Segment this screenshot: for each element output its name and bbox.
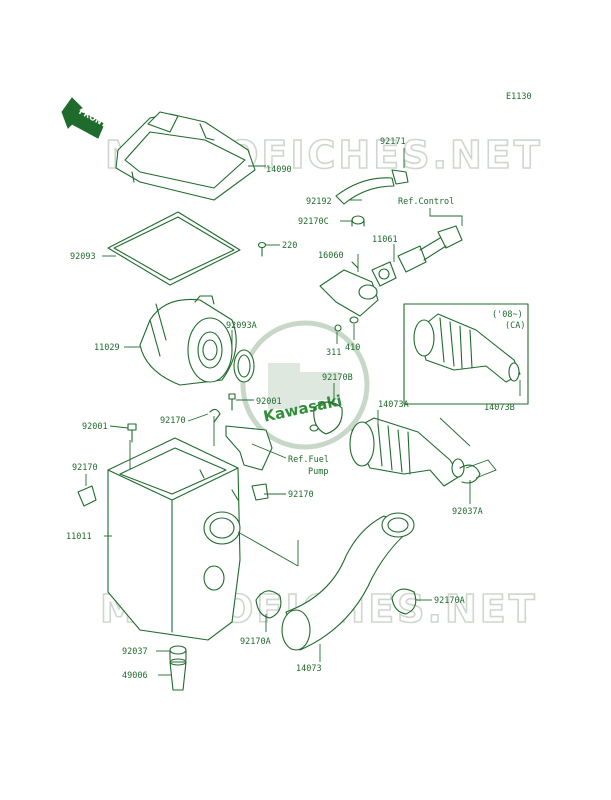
bracket bbox=[225, 425, 273, 471]
label-92170-right: 92170 bbox=[288, 490, 314, 500]
label-11011: 11011 bbox=[66, 532, 92, 542]
label-92037a: 92037A bbox=[452, 507, 483, 517]
label-92170-upper: 92170 bbox=[160, 416, 186, 426]
duct-14073a bbox=[349, 417, 465, 487]
label-ref-control: Ref.Control bbox=[398, 197, 454, 207]
clamp-92037a bbox=[459, 464, 481, 484]
drain-92037 bbox=[169, 645, 187, 661]
bolt-92001-left bbox=[127, 423, 137, 443]
label-92192: 92192 bbox=[306, 197, 332, 207]
drain-49006 bbox=[169, 658, 187, 691]
gasket-92093 bbox=[107, 211, 241, 286]
clamp-92170b bbox=[313, 401, 343, 435]
clamp-92170-right bbox=[251, 483, 269, 501]
leader-lines bbox=[85, 148, 521, 676]
label-92037: 92037 bbox=[122, 647, 148, 657]
screw-220 bbox=[257, 241, 267, 257]
label-14073: 14073 bbox=[296, 664, 322, 674]
clamp-92170a-right bbox=[391, 588, 417, 615]
label-11061: 11061 bbox=[372, 235, 398, 245]
callout-labels: 92171 14090 92192 Ref.Control 92170C 110… bbox=[66, 137, 525, 681]
inset-14073b bbox=[403, 303, 529, 405]
label-49006: 49006 bbox=[122, 671, 148, 681]
label-92170a-right: 92170A bbox=[434, 596, 465, 606]
clamp-92170a-bottom bbox=[255, 590, 282, 619]
label-92093a: 92093A bbox=[226, 321, 257, 331]
label-14073b: 14073B bbox=[484, 403, 515, 413]
clamp-92170c bbox=[351, 215, 365, 227]
label-311: 311 bbox=[326, 348, 341, 358]
label-220: 220 bbox=[282, 241, 297, 251]
gasket-11061 bbox=[371, 261, 397, 287]
clip-92170-upper bbox=[209, 408, 221, 423]
label-92001-left: 92001 bbox=[82, 422, 108, 432]
label-410: 410 bbox=[345, 343, 360, 353]
label-92170a-bottom: 92170A bbox=[240, 637, 271, 647]
clamp-92171 bbox=[391, 169, 409, 185]
label-08-ca-2: (CA) bbox=[505, 321, 525, 331]
nut-410 bbox=[349, 316, 359, 324]
duct-14073 bbox=[281, 512, 415, 651]
label-ref-fuel-1: Ref.Fuel bbox=[288, 455, 329, 465]
clamp-92170b-screw bbox=[309, 424, 319, 432]
front-arrow-icon: FRONT bbox=[61, 97, 109, 139]
diagram-id: E1130 bbox=[506, 92, 532, 102]
label-92170b: 92170B bbox=[322, 373, 353, 383]
ring-92093a bbox=[233, 349, 255, 383]
kawasaki-logo: Kawasaki bbox=[240, 320, 370, 450]
label-92170c: 92170C bbox=[298, 217, 329, 227]
filter-11029 bbox=[139, 295, 237, 386]
hose-92192 bbox=[335, 177, 395, 205]
intake-16060 bbox=[319, 261, 379, 317]
washer-311 bbox=[334, 324, 342, 332]
label-92093: 92093 bbox=[70, 252, 96, 262]
clamp-92170-left bbox=[77, 485, 97, 507]
label-92001-upper: 92001 bbox=[256, 397, 282, 407]
label-14090: 14090 bbox=[266, 165, 292, 175]
label-14073a: 14073A bbox=[378, 400, 409, 410]
label-11029: 11029 bbox=[94, 343, 120, 353]
cover-14090 bbox=[115, 111, 256, 201]
bolt-92001-upper bbox=[228, 393, 236, 411]
label-92171: 92171 bbox=[380, 137, 406, 147]
label-08-ca-1: ('08~) bbox=[492, 310, 523, 320]
throttle-body bbox=[397, 225, 463, 273]
label-16060: 16060 bbox=[318, 251, 344, 261]
case-11011 bbox=[107, 437, 241, 641]
label-ref-fuel-2: Pump bbox=[308, 467, 328, 477]
label-92170-left: 92170 bbox=[72, 463, 98, 473]
